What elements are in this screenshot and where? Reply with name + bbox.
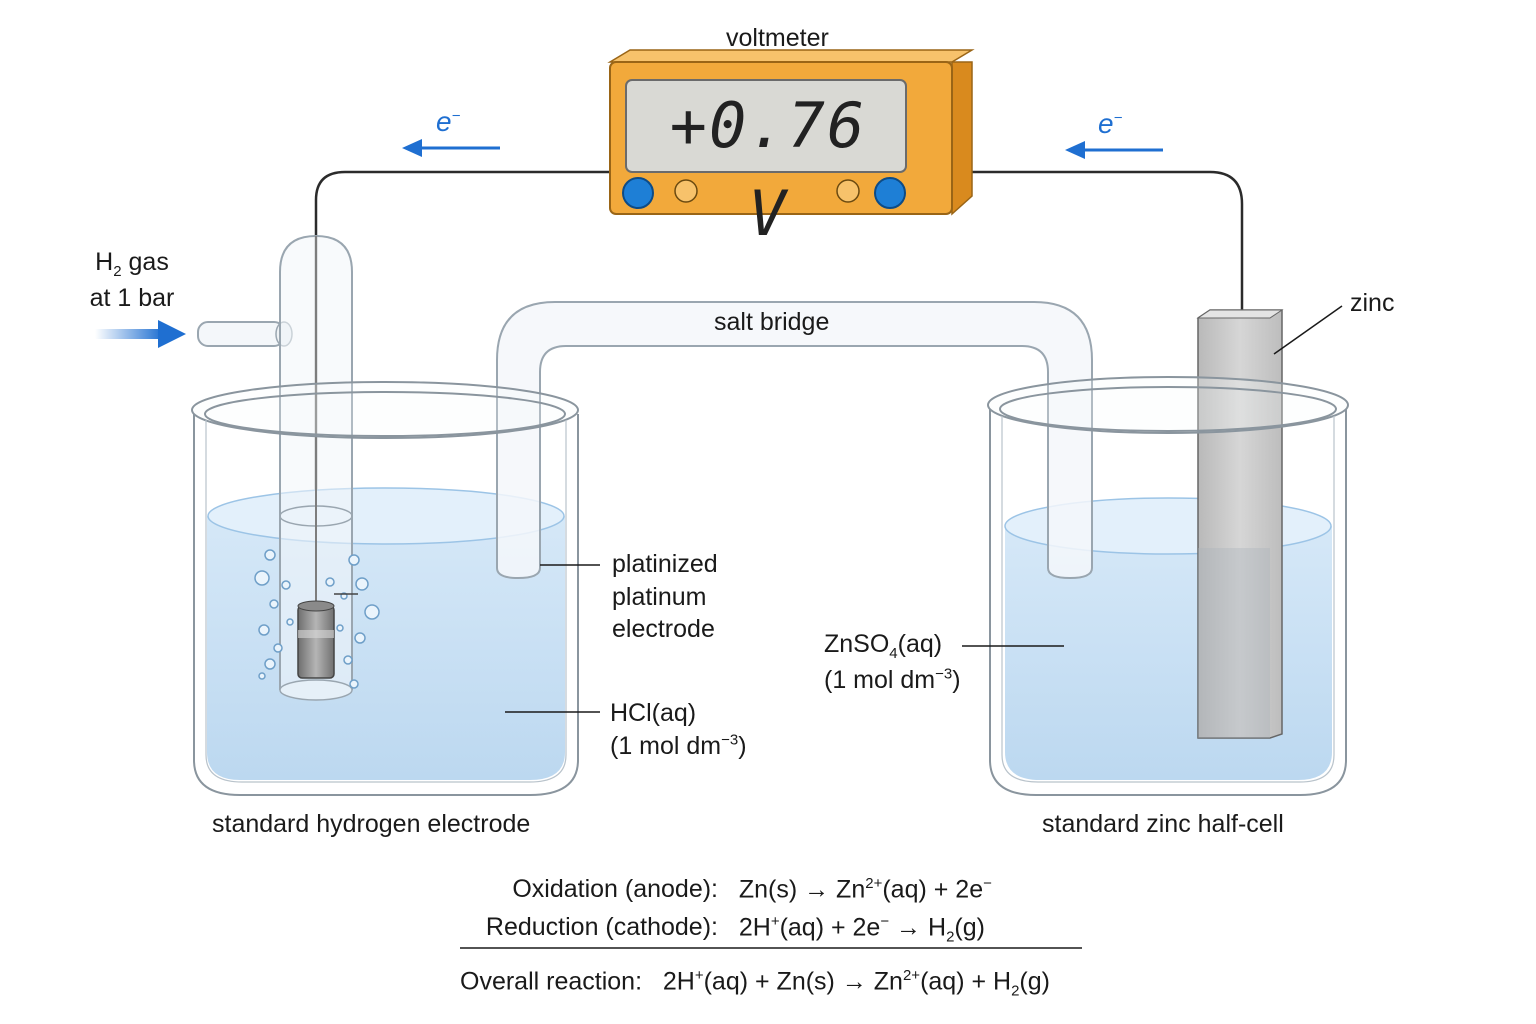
salt-bridge-tube [496,301,1093,580]
znso4-label: ZnSO4(aq) (1 mol dm−3) [824,630,961,694]
left-beaker [191,381,579,796]
salt-bridge-label: salt bridge [714,308,830,336]
electron-label-right: e− [1098,108,1123,139]
electron-label-left: e− [436,106,461,137]
platinum-electrode [297,600,335,679]
oxidation-equation: Oxidation (anode): Zn(s) → Zn2+(aq) + 2e… [512,875,992,904]
h2-gas-label: H2 gas at 1 bar [89,248,175,312]
platinized-electrode-label: platinized platinum electrode [612,550,718,643]
hydrogen-electrode-tube [197,234,353,701]
right-beaker [987,376,1349,796]
voltmeter-display [625,79,907,173]
hcl-label: HCl(aq) (1 mol dm−3) [610,699,747,760]
zinc-half-cell-label: standard zinc half-cell [1042,810,1284,838]
zinc-plate [1196,309,1284,739]
voltmeter-label: voltmeter [726,24,829,52]
voltmeter [607,49,975,216]
voltmeter-reading: +0.76 V [669,89,867,250]
she-label: standard hydrogen electrode [212,810,531,838]
hydrogen-bubbles [254,549,380,689]
electron-arrow-right [1065,141,1163,159]
right-wire [960,170,1244,312]
overall-equation: Overall reaction: 2H+(aq) + Zn(s) → Zn2+… [460,967,1050,1000]
reduction-equation: Reduction (cathode): 2H+(aq) + 2e− → H2(… [485,913,985,946]
zinc-label: zinc [1350,289,1395,317]
leader-zinc [1273,305,1343,355]
electron-arrow-left [402,139,500,157]
h2-inflow-arrow [95,320,186,348]
terminal-knob-right [874,177,906,209]
terminal-knob-left [622,177,654,209]
left-wire [314,170,612,600]
